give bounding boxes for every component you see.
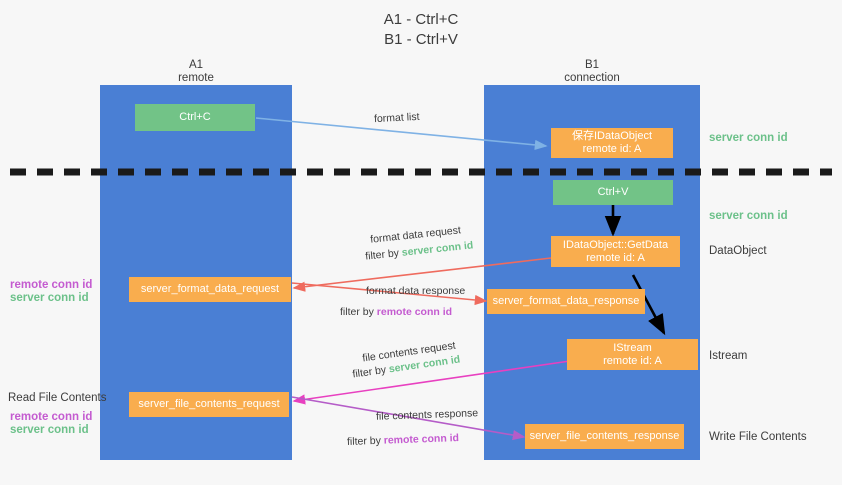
label-fdres-filter-prefix: filter by (340, 306, 377, 318)
node-istream-sub: remote id: A (603, 354, 662, 367)
annotation-right-server-conn-id-mid: server conn id (709, 210, 788, 222)
node-ctrl-v-label: Ctrl+V (597, 186, 629, 198)
node-idataobject-label: 保存IDataObject (571, 130, 653, 142)
label-file-contents-response: file contents response (375, 407, 479, 423)
node-istream-label: IStream (613, 341, 652, 354)
node-idataobject-sub: remote id: A (582, 143, 642, 155)
node-server-file-contents-response[interactable]: server_file_contents_response (525, 424, 684, 449)
annotation-right-server-conn-id-top: server conn id (709, 132, 788, 144)
label-fcres-filter-value: remote conn id (383, 432, 460, 447)
label-format-data-response-filter: filter by remote conn id (340, 306, 452, 318)
label-fdr-filter-value: server conn id (401, 239, 474, 259)
lane-b1-name: B1 (584, 59, 600, 71)
lane-a1-subtitle: remote (178, 72, 214, 84)
annotation-left-remote-conn-id-2: remote conn id (10, 411, 93, 423)
label-format-list: format list (373, 110, 420, 126)
annotation-right-write-file-contents: Write File Contents (709, 431, 807, 443)
node-server-file-contents-response-label: server_file_contents_response (529, 430, 680, 442)
label-fcres-filter-prefix: filter by (346, 434, 384, 448)
lane-header-a1: A1 remote (100, 59, 292, 85)
annotation-right-dataobject: DataObject (709, 245, 767, 257)
node-server-format-data-request[interactable]: server_format_data_request (129, 277, 291, 302)
node-idataobject-getdata[interactable]: IDataObject::GetData remote id: A (551, 236, 680, 267)
annotation-left-server-conn-id-1: server conn id (10, 292, 89, 304)
annotation-left-read-file-contents: Read File Contents (8, 392, 107, 404)
annotation-right-istream: Istream (709, 350, 748, 362)
node-server-format-data-response[interactable]: server_format_data_response (487, 289, 645, 314)
label-file-contents-response-filter: filter by remote conn id (347, 432, 459, 448)
lane-header-b1: B1 connection (484, 59, 700, 85)
node-ctrl-c-label: Ctrl+C (179, 111, 211, 123)
label-fdr-filter-prefix: filter by (364, 246, 403, 263)
node-idataobject[interactable]: 保存IDataObject remote id: A (551, 128, 673, 158)
page-title: A1 - Ctrl+C B1 - Ctrl+V (0, 10, 842, 50)
node-server-file-contents-request-label: server_file_contents_request (138, 398, 280, 410)
title-line-2: B1 - Ctrl+V (384, 31, 458, 48)
node-ctrl-v[interactable]: Ctrl+V (553, 180, 673, 205)
node-istream[interactable]: IStream remote id: A (567, 339, 698, 370)
node-getdata-sub: remote id: A (586, 251, 645, 264)
node-ctrl-c[interactable]: Ctrl+C (135, 104, 255, 131)
label-fcr-filter-prefix: filter by (351, 363, 390, 381)
label-fdres-filter-value: remote conn id (376, 306, 453, 318)
annotation-left-server-conn-id-2: server conn id (10, 424, 89, 436)
label-format-data-response: format data response (366, 285, 466, 297)
node-getdata-label: IDataObject::GetData (562, 238, 669, 251)
lane-a1-name: A1 (188, 59, 204, 71)
node-server-format-data-request-label: server_format_data_request (140, 283, 280, 295)
node-server-file-contents-request[interactable]: server_file_contents_request (129, 392, 289, 417)
annotation-left-remote-conn-id-1: remote conn id (10, 279, 93, 291)
lane-b1-subtitle: connection (564, 72, 620, 84)
node-server-format-data-response-label: server_format_data_response (492, 295, 640, 307)
title-line-1: A1 - Ctrl+C (383, 11, 459, 28)
